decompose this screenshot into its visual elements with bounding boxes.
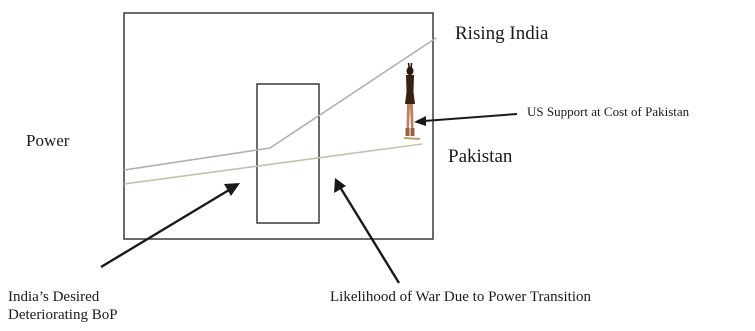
war-likelihood-label: Likelihood of War Due to Power Transitio… <box>330 289 591 305</box>
person-figure-icon <box>403 62 421 140</box>
india-desired-label: India’s Desired Deteriorating BoP <box>8 288 118 324</box>
transition-window-box <box>256 83 320 224</box>
rising-india-label: Rising India <box>455 23 549 44</box>
pakistan-label: Pakistan <box>448 146 513 167</box>
war-likelihood-arrow <box>334 178 401 284</box>
plot-frame <box>123 12 434 240</box>
us-support-label: US Support at Cost of Pakistan <box>527 104 690 119</box>
india-desired-arrow <box>100 183 240 269</box>
pakistan-line <box>123 143 423 185</box>
y-axis-label: Power <box>26 131 70 150</box>
us-support-arrow <box>414 113 518 126</box>
india-desired-label-line1: India’s Desired <box>8 289 100 305</box>
rising-india-line <box>123 37 437 171</box>
india-desired-label-line2: Deteriorating BoP <box>8 307 118 323</box>
